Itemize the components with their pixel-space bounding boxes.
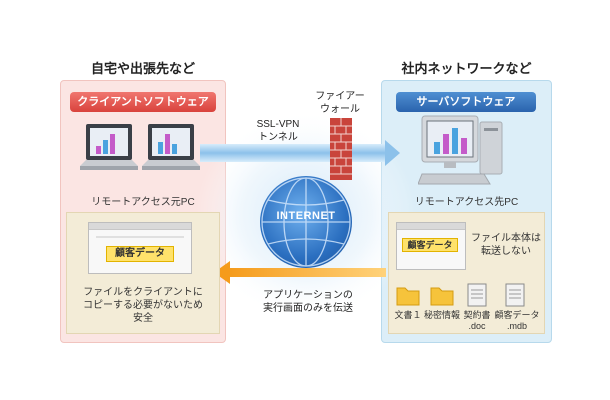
server-data-tag: 顧客データ: [402, 238, 458, 252]
client-software-label: クライアントソフトウェア: [70, 92, 216, 112]
window-title-bar: [89, 223, 191, 230]
client-data-tag: 顧客データ: [106, 246, 174, 262]
file-label: 契約書 .doc: [463, 310, 491, 331]
client-note: ファイルをクライアントに コピーする必要がないため 安全: [83, 287, 203, 324]
server-pc-caption: リモートアクセス先PC: [414, 197, 519, 208]
file-label: 秘密情報: [423, 310, 460, 320]
window-title-bar: [397, 223, 465, 230]
firewall-icon: [330, 118, 352, 180]
transfer-arrow-head: [214, 261, 230, 284]
right-zone-heading: 社内ネットワークなど: [401, 61, 532, 76]
internet-globe-icon: [260, 176, 352, 268]
folder-icon: [430, 287, 454, 306]
transfer-label: アプリケーションの 実行画面のみを伝送: [263, 290, 353, 314]
server-software-label: サーバソフトウェア: [396, 92, 536, 112]
document-icon: [467, 283, 487, 307]
ssl-vpn-tunnel: [200, 144, 385, 162]
folder-icon: [396, 287, 420, 306]
tunnel-label: SSL-VPN トンネル: [256, 119, 300, 143]
internet-label: INTERNET: [276, 210, 336, 222]
tunnel-arrow-head: [385, 140, 400, 166]
server-note: ファイル本体は 転送しない: [471, 233, 541, 257]
file-label: 文書１: [394, 310, 422, 320]
client-laptops-icon: [80, 124, 200, 170]
client-pc-caption: リモートアクセス元PC: [91, 197, 195, 208]
server-pc-icon: [418, 115, 503, 185]
window-line: [96, 236, 184, 238]
transfer-arrow-shaft: [228, 268, 386, 277]
document-icon: [505, 283, 525, 307]
file-label: 顧客データ .mdb: [494, 310, 540, 331]
left-zone-heading: 自宅や出張先など: [90, 61, 195, 76]
firewall-label: ファイアー ウォール: [315, 91, 365, 115]
